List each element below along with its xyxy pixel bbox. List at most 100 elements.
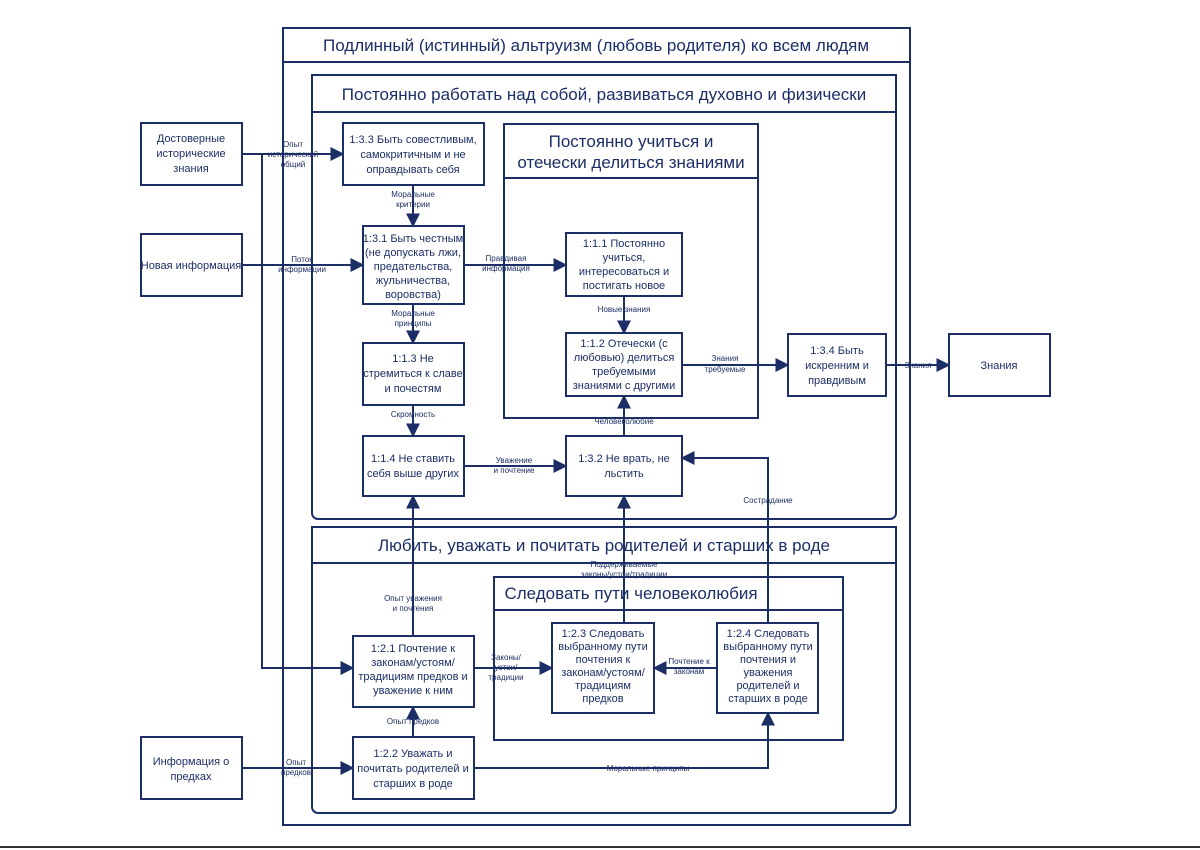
node-1-3-3: 1:3.3 Быть совестливым, самокритичным и …	[342, 122, 485, 186]
node-1-2-1-line2: законам/устоям/	[371, 657, 455, 669]
input-news-label: Новая информация	[141, 260, 242, 272]
node-1-1-2-line4: знаниями с другими	[573, 380, 676, 392]
input-ancestors-line1: Информация о	[153, 756, 230, 768]
path-title-bar	[493, 576, 844, 611]
label-opyt-hist-1: Опыт	[283, 140, 303, 149]
node-1-2-2: 1:2.2 Уважать и почитать родителей и ста…	[352, 736, 475, 800]
node-1-3-2: 1:3.2 Не врать, не льстить	[565, 435, 683, 497]
node-1-2-1: 1:2.1 Почтение к законам/устоям/ традици…	[352, 635, 475, 708]
label-pochtenie-2: законам	[674, 667, 705, 676]
node-1-2-2-line3: старших в роде	[373, 778, 453, 790]
label-znaniya-treb-2: требуемые	[705, 365, 746, 374]
node-1-2-1-line4: уважение к ним	[373, 685, 453, 697]
node-1-3-3-line1: 1:3.3 Быть совестливым,	[349, 134, 476, 146]
node-1-2-1-line1: 1:2.1 Почтение к	[371, 643, 455, 655]
label-znaniya-treb-1: Знания	[712, 354, 739, 363]
node-1-1-2-line2: любовью) делиться	[574, 352, 675, 364]
arrow-124-to-132	[680, 451, 769, 623]
node-1-3-2-line1: 1:3.2 Не врать, не	[578, 453, 670, 465]
node-1-2-3-line6: предков	[582, 693, 623, 705]
node-1-2-3-line2: выбранному пути	[558, 641, 647, 653]
node-1-1-3-line2: стремиться к славе	[363, 368, 463, 380]
node-1-3-1-line4: жульничества,	[376, 275, 450, 287]
label-opyt-hist-3: общий	[281, 160, 306, 169]
node-1-2-4-line1: 1:2.4 Следовать	[727, 628, 810, 640]
output-knowledge	[948, 333, 1051, 397]
node-1-3-1-line3: предательства,	[374, 261, 453, 273]
label-novye: Новые знания	[598, 305, 651, 314]
node-1-1-2-line3: требуемыми	[592, 366, 656, 378]
self-title: Постоянно работать над собой, развиватьс…	[342, 85, 866, 104]
node-1-1-4-line2: себя выше других	[367, 468, 459, 480]
label-opyt-uvazh-2: и почтения	[393, 604, 434, 613]
label-zakony-1: Законы/	[491, 653, 521, 662]
label-podderzh-2: законы/устои/традиции	[581, 570, 667, 579]
node-1-3-4-line2: искренним и	[805, 360, 869, 372]
learn-title-line1: Постоянно учиться и	[549, 132, 714, 151]
node-1-2-4-line2: выбранному пути	[723, 641, 812, 653]
node-1-1-3-line1: 1:1.3 Не	[392, 353, 434, 365]
node-1-2-3-line3: почтения к	[576, 654, 631, 666]
learn-title-line2: отечески делиться знаниями	[517, 153, 744, 172]
node-1-2-3-line5: традициям	[575, 680, 631, 692]
outer-title: Подлинный (истинный) альтруизм (любовь р…	[323, 36, 869, 55]
node-1-2-3-line1: 1:2.3 Следовать	[562, 628, 645, 640]
label-pravd-2: информация	[482, 264, 530, 273]
node-1-3-4: 1:3.4 Быть искренним и правдивым	[787, 333, 887, 397]
input-historical-line3: знания	[173, 163, 208, 175]
node-1-2-4-line5: родителей и	[736, 680, 799, 692]
label-uvazh-1: Уважение	[496, 456, 533, 465]
label-chelovekolyubie: Человеколюбие	[594, 417, 654, 426]
node-1-2-1-line3: традициям предков и	[358, 671, 467, 683]
label-zakony-3: традиции	[488, 673, 523, 682]
node-1-2-3: 1:2.3 Следовать выбранному пути почтения…	[551, 622, 655, 714]
node-1-1-2-line1: 1:1.2 Отечески (с	[580, 338, 668, 350]
node-1-1-3: 1:1.3 Не стремиться к славе и почестям	[362, 342, 465, 406]
arrow-122-to-124	[474, 711, 775, 769]
label-skromnost: Скромность	[391, 410, 435, 419]
node-1-2-4-line4: уважения	[744, 667, 793, 679]
label-opyt-hist-2: исторический	[268, 150, 318, 159]
outer-title-bar	[282, 27, 911, 63]
learn-title-bar	[503, 123, 759, 179]
label-potok-1: Поток	[291, 255, 313, 264]
node-1-1-1: 1:1.1 Постоянно учиться, интересоваться …	[565, 232, 683, 297]
node-1-2-2-line2: почитать родителей и	[357, 763, 468, 775]
node-1-3-3-line2: самокритичным и не	[360, 149, 465, 161]
node-1-1-1-line2: учиться,	[603, 252, 646, 264]
self-title-bar	[311, 74, 897, 113]
input-historical-line2: исторические	[156, 148, 225, 160]
label-opyt-predkov2-2: предков	[281, 768, 311, 777]
label-uvazh-2: и почтение	[494, 466, 535, 475]
node-1-3-4-line1: 1:3.4 Быть	[810, 345, 864, 357]
label-moral-princ2: Моральные принципы	[607, 764, 690, 773]
parents-title: Любить, уважать и почитать родителей и с…	[378, 536, 830, 555]
label-moral-crit-2: критерии	[396, 200, 430, 209]
node-1-3-1-line5: воровства)	[385, 289, 441, 301]
node-1-2-4-line3: почтения и	[740, 654, 796, 666]
node-1-1-1-line4: постигать новое	[583, 280, 665, 292]
label-moral-princ-1: Моральные	[391, 309, 435, 318]
input-ancestors-info	[140, 736, 243, 800]
arrow-labels: Опыт исторический общий Моральные критер…	[268, 140, 932, 777]
node-1-3-2-line2: льстить	[604, 468, 644, 480]
node-1-3-1: 1:3.1 Быть честным (не допускать лжи, пр…	[362, 225, 465, 305]
label-moral-crit-1: Моральные	[391, 190, 435, 199]
connectors	[242, 147, 951, 775]
input-ancestors-line2: предках	[170, 771, 212, 783]
arrow-hist-to-121	[261, 154, 355, 675]
node-1-3-4-line3: правдивым	[808, 375, 866, 387]
node-1-2-4-line6: старших в роде	[728, 693, 808, 705]
output-knowledge-label: Знания	[980, 360, 1017, 372]
input-new-information	[140, 233, 243, 297]
node-1-1-4: 1:1.4 Не ставить себя выше других	[362, 435, 465, 497]
node-1-1-2: 1:1.2 Отечески (с любовью) делиться треб…	[565, 332, 683, 397]
page-bottom-rule	[0, 846, 1200, 848]
input-historical-line1: Достоверные	[157, 133, 225, 145]
label-opyt-uvazh-1: Опыт уважения	[384, 594, 442, 603]
node-1-1-1-line3: интересоваться и	[579, 266, 669, 278]
label-potok-2: информации	[278, 265, 326, 274]
label-moral-princ-2: принципы	[395, 319, 432, 328]
label-podderzh-1: Поддерживаемые	[591, 560, 658, 569]
node-1-3-1-line2: (не допускать лжи,	[365, 247, 461, 259]
